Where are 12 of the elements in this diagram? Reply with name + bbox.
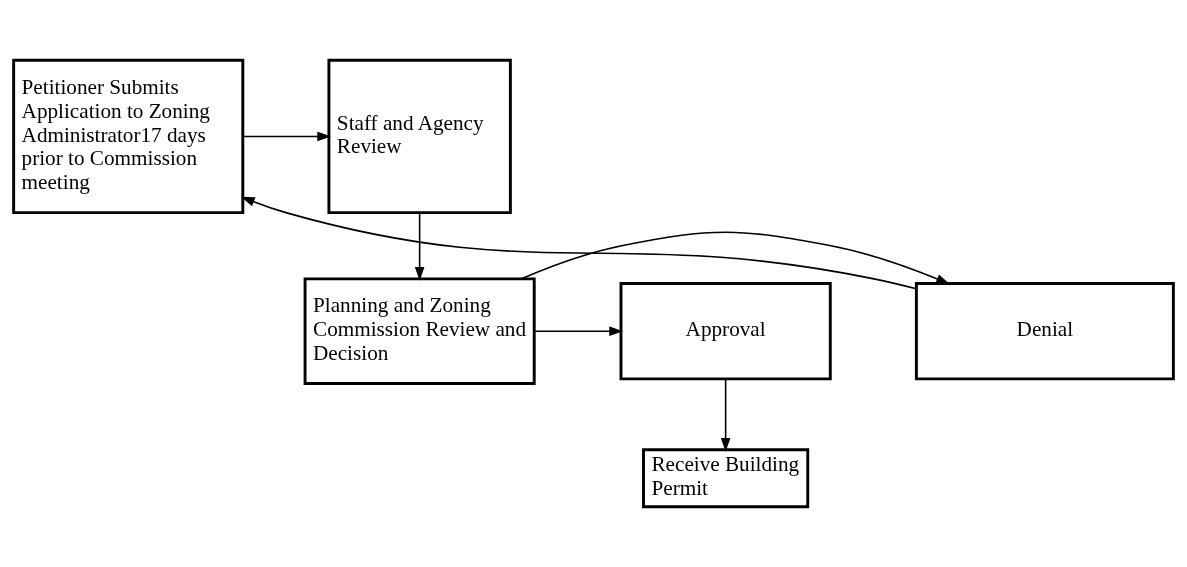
arrow [520,231,950,285]
arrow [414,212,425,281]
node-box: Planning and Zoning Commission Review and Decision [303,277,536,385]
arrow [240,196,918,290]
arrow [720,378,731,452]
arrow [533,326,624,337]
node-box: Receive Building Permit [642,448,810,509]
node-box: Approval [619,282,832,381]
node-box: Petitioner Submits Application to Zoning Administrator17 days prior to Commission meeting [12,58,245,215]
arrow [242,131,332,142]
node-box: Denial [914,282,1175,381]
node-box: Staff and Agency Review [327,58,512,215]
